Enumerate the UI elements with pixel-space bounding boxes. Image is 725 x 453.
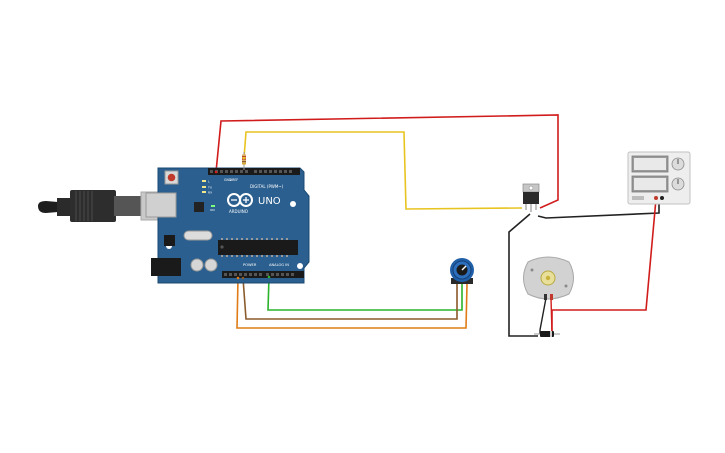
wire-black-supply[interactable] xyxy=(537,198,660,219)
usb-port xyxy=(145,192,177,218)
l-led xyxy=(202,180,206,182)
voltage-regulator xyxy=(164,235,175,246)
l-label: L xyxy=(208,180,210,184)
board-name: UNO xyxy=(258,196,281,207)
tx-led xyxy=(202,186,206,188)
gnd-label: GND xyxy=(224,178,232,182)
analog-label: ANALOG IN xyxy=(269,263,289,267)
reset-button-cap xyxy=(167,173,176,182)
crystal xyxy=(183,230,213,241)
capacitor xyxy=(190,258,204,272)
power-analog-header xyxy=(222,271,304,278)
transistor[interactable] xyxy=(522,183,540,212)
mounting-hole xyxy=(297,263,303,269)
diode[interactable] xyxy=(534,331,560,337)
potentiometer-knob-indicator xyxy=(461,265,467,271)
atmega-chip xyxy=(218,240,298,255)
wire-yellow-base[interactable] xyxy=(243,131,523,210)
positive-terminal[interactable] xyxy=(654,196,658,200)
negative-terminal[interactable] xyxy=(660,196,664,200)
on-label: ON xyxy=(210,208,215,212)
power-led xyxy=(211,205,215,207)
wire-green-wiper[interactable] xyxy=(267,276,463,311)
barrel-jack xyxy=(151,258,181,276)
board-brand: ARDUINO xyxy=(229,209,248,214)
power-label: POWER xyxy=(243,263,257,267)
power-analog-header-pins xyxy=(224,273,294,276)
potentiometer[interactable] xyxy=(450,258,474,284)
digital-label: DIGITAL (PWM~) xyxy=(250,184,284,189)
arduino-logo-icon xyxy=(227,193,253,207)
rx-led xyxy=(202,191,206,193)
mounting-hole xyxy=(290,201,296,207)
usb-chip xyxy=(194,202,204,212)
wire-red-supply[interactable] xyxy=(551,198,657,334)
wire-black-motor-terminal[interactable] xyxy=(539,297,547,334)
wires xyxy=(215,114,660,337)
capacitor xyxy=(204,258,218,272)
rx-label: RX xyxy=(208,191,212,195)
wire-orange-gnd[interactable] xyxy=(236,277,468,329)
arduino-uno[interactable]: AREF GND DIGITAL (PWM~) TX RX L UNO ARDU… xyxy=(145,167,310,284)
tx-label: TX xyxy=(207,186,212,190)
wire-red-signal[interactable] xyxy=(215,114,559,209)
resistor[interactable] xyxy=(242,152,246,170)
atmega-chip-pins xyxy=(221,238,288,257)
dc-motor[interactable] xyxy=(523,256,574,300)
wire-black-motor[interactable] xyxy=(508,213,538,337)
wire-endpoints xyxy=(214,156,271,280)
aref-label: AREF xyxy=(230,178,238,182)
power-supply[interactable] xyxy=(627,151,691,205)
wire-brown-5v[interactable] xyxy=(242,277,458,320)
